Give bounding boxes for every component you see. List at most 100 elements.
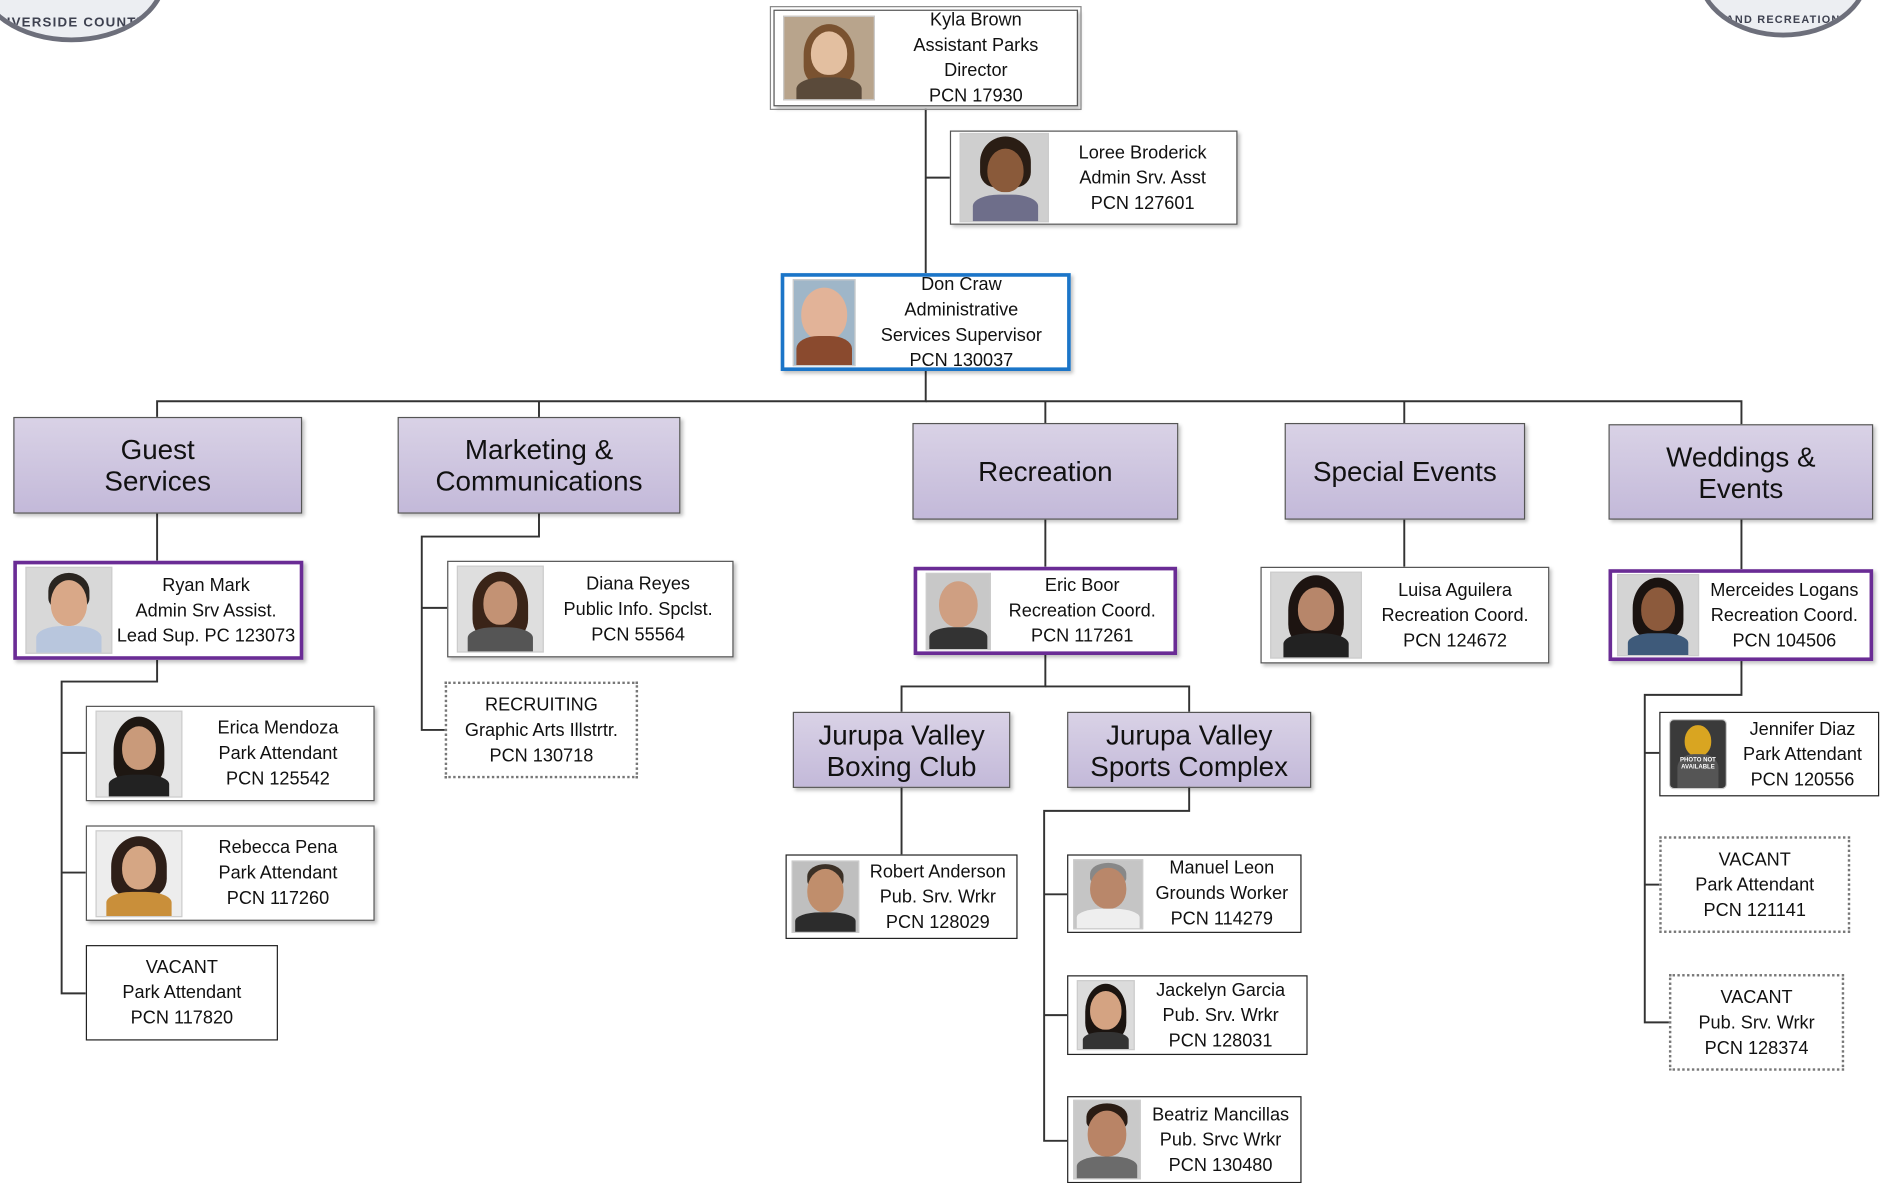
staff-name-diana: Diana Reyes: [586, 573, 690, 594]
staff-photo-rebecca: [95, 829, 183, 917]
staff-title-manuel: Grounds Worker: [1155, 883, 1289, 904]
dept-boxing-line2: Boxing Club: [826, 749, 977, 782]
staff-card-eric[interactable]: Eric Boor Recreation Coord. PCN 117261: [913, 566, 1178, 656]
staff-name-luisa: Luisa Aguilera: [1398, 579, 1512, 601]
staff-pcn-jackelyn: PCN 128031: [1168, 1030, 1273, 1051]
staff-pcn-jennifer: PCN 120556: [1750, 769, 1855, 790]
dept-weddings[interactable]: Weddings & Events: [1608, 424, 1874, 520]
staff-card-jackelyn[interactable]: Jackelyn Garcia Pub. Srv. Wrkr PCN 12803…: [1067, 975, 1308, 1056]
staff-name-erica: Erica Mendoza: [217, 717, 339, 739]
dept-guest-line1: Guest: [120, 433, 195, 466]
photo-not-available-badge: PHOTO NOT AVAILABLE: [1680, 756, 1716, 772]
staff-name-rebecca: Rebecca Pena: [218, 837, 338, 859]
staff-pcn-beatriz: PCN 130480: [1168, 1154, 1273, 1176]
dept-recreation-line1: Recreation: [978, 455, 1113, 488]
dept-sports-complex[interactable]: Jurupa Valley Sports Complex: [1067, 711, 1312, 788]
staff-name-robert: Robert Anderson: [869, 861, 1006, 882]
staff-title-eric: Recreation Coord.: [1008, 600, 1156, 622]
dept-marketing-line2: Communications: [435, 465, 643, 497]
staff-title-diana: Public Info. Spclst.: [563, 598, 713, 620]
staff-title-ryan: Admin Srv Assist.: [135, 600, 277, 621]
staff-pcn-vacant-guest: PCN 117820: [130, 1007, 234, 1029]
staff-card-merceides[interactable]: Merceides Logans Recreation Coord. PCN 1…: [1608, 569, 1874, 662]
staff-pcn-rebecca: PCN 117260: [226, 888, 330, 909]
dept-special-line1: Special Events: [1312, 455, 1497, 488]
supervisor-card[interactable]: Don Craw Administrative Services Supervi…: [780, 273, 1071, 372]
staff-card-vacant-wed1[interactable]: VACANT Park Attendant PCN 121141: [1659, 836, 1851, 933]
director-card[interactable]: Kyla Brown Assistant Parks Director PCN …: [769, 6, 1082, 110]
dept-sports-line1: Jurupa Valley: [1105, 718, 1273, 750]
dept-special-events[interactable]: Special Events: [1284, 422, 1526, 520]
staff-title-beatriz: Pub. Srvc Wrkr: [1159, 1129, 1282, 1150]
staff-title-luisa: Recreation Coord.: [1381, 604, 1529, 626]
staff-card-erica[interactable]: Erica Mendoza Park Attendant PCN 125542: [85, 705, 375, 802]
staff-title-jennifer: Park Attendant: [1743, 743, 1862, 765]
staff-card-vacant-wed2[interactable]: VACANT Pub. Srv. Wrkr PCN 128374: [1668, 974, 1845, 1071]
dept-recreation[interactable]: Recreation: [912, 422, 1179, 520]
dept-boxing-line1: Jurupa Valley: [818, 718, 985, 750]
staff-title-vacant-wed2: Pub. Srv. Wrkr: [1698, 1012, 1815, 1033]
staff-card-manuel[interactable]: Manuel Leon Grounds Worker PCN 114279: [1067, 854, 1302, 933]
staff-name-vacant-wed1: VACANT: [1718, 848, 1791, 870]
staff-card-vacant-guest[interactable]: VACANT Park Attendant PCN 117820: [85, 945, 278, 1041]
staff-card-beatriz[interactable]: Beatriz Mancillas Pub. Srvc Wrkr PCN 130…: [1067, 1096, 1302, 1183]
staff-title-vacant-wed1: Park Attendant: [1695, 874, 1815, 895]
assistant-name: Loree Broderick: [1078, 141, 1207, 163]
director-title: Assistant Parks: [913, 35, 1039, 56]
staff-pcn-manuel: PCN 114279: [1170, 908, 1274, 930]
dept-sports-line2: Sports Complex: [1090, 749, 1289, 782]
staff-pcn-merceides: PCN 104506: [1732, 630, 1837, 651]
county-seal-logo: RIVERSIDE COUNTY: [0, 0, 167, 43]
staff-name-ryan: Ryan Mark: [162, 574, 250, 596]
assistant-pcn: PCN 127601: [1090, 192, 1195, 214]
staff-card-diana[interactable]: Diana Reyes Public Info. Spclst. PCN 555…: [447, 560, 734, 658]
supervisor-name: Don Craw: [921, 273, 1002, 295]
staff-pcn-recruiting: PCN 130718: [489, 745, 594, 766]
staff-title-merceides: Recreation Coord.: [1710, 604, 1858, 626]
director-photo: [783, 15, 875, 101]
staff-photo-beatriz: [1073, 1099, 1141, 1180]
staff-pcn-diana: PCN 55564: [591, 624, 685, 645]
assistant-card[interactable]: Loree Broderick Admin Srv. Asst PCN 1276…: [949, 130, 1238, 225]
staff-name-manuel: Manuel Leon: [1169, 858, 1275, 879]
staff-photo-jennifer: PHOTO NOT AVAILABLE: [1668, 719, 1727, 790]
staff-pcn-vacant-wed1: PCN 121141: [1703, 899, 1806, 921]
staff-pcn-ryan: Lead Sup. PC 123073: [116, 625, 296, 646]
staff-name-vacant-guest: VACANT: [145, 957, 218, 978]
staff-card-luisa[interactable]: Luisa Aguilera Recreation Coord. PCN 124…: [1260, 566, 1550, 664]
staff-name-eric: Eric Boor: [1044, 575, 1120, 596]
staff-photo-robert: [791, 860, 860, 933]
staff-card-ryan[interactable]: Ryan Mark Admin Srv Assist. Lead Sup. PC…: [13, 560, 304, 660]
staff-title-recruiting: Graphic Arts Illstrtr.: [464, 719, 618, 741]
staff-photo-eric: [925, 572, 991, 650]
staff-title-rebecca: Park Attendant: [218, 862, 338, 884]
staff-name-beatriz: Beatriz Mancillas: [1152, 1103, 1290, 1125]
staff-photo-luisa: [1270, 571, 1362, 659]
staff-photo-jackelyn: [1076, 980, 1135, 1051]
dept-weddings-line1: Weddings &: [1666, 440, 1816, 472]
dept-marketing-line1: Marketing &: [464, 433, 614, 466]
supervisor-pcn: PCN 130037: [909, 349, 1014, 371]
staff-photo-manuel: [1073, 858, 1144, 929]
assistant-photo: [959, 132, 1049, 223]
staff-title-vacant-guest: Park Attendant: [122, 982, 242, 1004]
staff-card-jennifer[interactable]: PHOTO NOT AVAILABLE Jennifer Diaz Park A…: [1659, 711, 1880, 797]
staff-pcn-erica: PCN 125542: [226, 768, 330, 790]
staff-name-jennifer: Jennifer Diaz: [1749, 718, 1856, 739]
staff-photo-ryan: [25, 566, 113, 654]
director-title-2: Director: [944, 60, 1008, 81]
dept-guest-services[interactable]: Guest Services: [13, 416, 303, 514]
dept-boxing-club[interactable]: Jurupa Valley Boxing Club: [792, 711, 1011, 788]
staff-photo-erica: [95, 709, 183, 798]
staff-card-robert[interactable]: Robert Anderson Pub. Srv. Wrkr PCN 12802…: [785, 854, 1018, 940]
dept-marketing[interactable]: Marketing & Communications: [397, 416, 681, 514]
supervisor-photo: [792, 278, 856, 366]
staff-card-rebecca[interactable]: Rebecca Pena Park Attendant PCN 117260: [85, 825, 375, 921]
staff-pcn-robert: PCN 128029: [885, 911, 990, 933]
staff-card-recruiting[interactable]: RECRUITING Graphic Arts Illstrtr. PCN 13…: [444, 681, 639, 779]
staff-title-erica: Park Attendant: [218, 743, 338, 764]
parks-seal-text: AND RECREATION: [1725, 13, 1841, 26]
director-name: Kyla Brown: [930, 9, 1022, 31]
